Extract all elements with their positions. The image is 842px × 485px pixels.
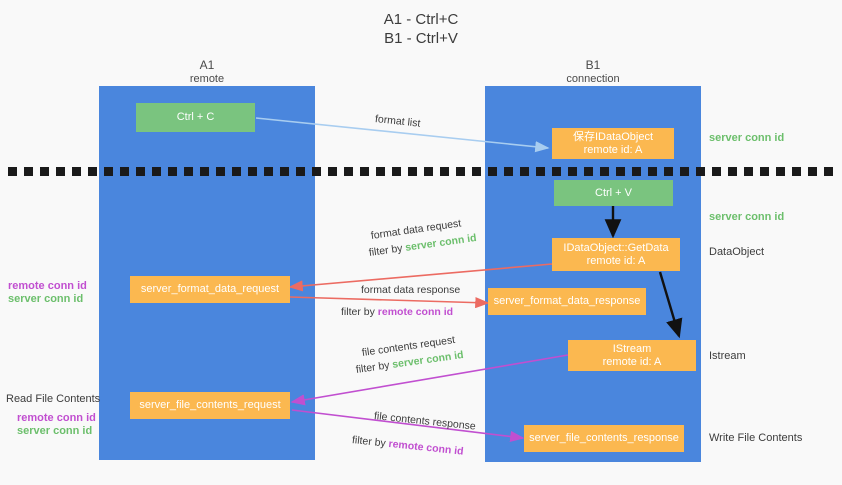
box-server-file-contents-request[interactable]: server_file_contents_request xyxy=(130,392,290,419)
lane-b1-sub: connection xyxy=(566,73,620,85)
box-idataobject-getdata-line1: IDataObject::GetData xyxy=(563,241,669,254)
box-store-idataobject-line1: 保存IDataObject xyxy=(572,130,654,143)
phase-divider xyxy=(8,167,834,176)
lane-a1-name: A1 xyxy=(199,58,215,72)
lane-b1-name: B1 xyxy=(585,58,601,72)
box-ctrl-c-line1: Ctrl + C xyxy=(176,111,215,123)
box-istream-line2: remote id: A xyxy=(602,355,662,368)
box-server-format-data-response[interactable]: server_format_data_response xyxy=(488,288,646,315)
title-line-1: A1 - Ctrl+C xyxy=(383,11,459,28)
box-istream[interactable]: IStream remote id: A xyxy=(568,340,696,371)
edge-label-format-data-response-filter-highlight: remote conn id xyxy=(377,306,454,318)
lane-a1-sub: remote xyxy=(189,73,225,85)
edge-label-file-contents-response-filter-highlight: remote conn id xyxy=(387,437,465,458)
edge-label-file-contents-response-filter: filter by remote conn id xyxy=(351,433,464,460)
box-server-file-contents-request-line1: server_file_contents_request xyxy=(139,399,281,411)
edge-label-format-data-response-filter: filter by remote conn id xyxy=(341,305,453,320)
right-note-dataobject: DataObject xyxy=(709,246,765,258)
left-note-remote-conn-id-1: remote conn id xyxy=(8,280,87,292)
box-idataobject-getdata-line2: remote id: A xyxy=(586,254,646,267)
diagram-title: A1 - Ctrl+C B1 - Ctrl+V xyxy=(0,10,842,48)
right-note-server-conn-id-2: server conn id xyxy=(709,211,785,223)
lane-header-b1: B1 connection xyxy=(485,58,701,86)
box-server-format-data-request-line1: server_format_data_request xyxy=(140,283,280,295)
box-ctrl-v-line1: Ctrl + V xyxy=(595,186,632,199)
right-note-istream: Istream xyxy=(709,350,746,362)
edge-label-format-data-request-filter-prefix: filter by xyxy=(368,241,407,259)
lane-header-a1: A1 remote xyxy=(99,58,315,86)
title-line-2: B1 - Ctrl+V xyxy=(384,30,458,47)
left-note-read-file-contents: Read File Contents xyxy=(6,393,101,405)
box-ctrl-c[interactable]: Ctrl + C xyxy=(136,103,255,132)
left-note-remote-conn-id-2: remote conn id xyxy=(17,412,96,424)
box-server-file-contents-response[interactable]: server_file_contents_response xyxy=(524,425,684,452)
left-note-server-conn-id-2: server conn id xyxy=(17,425,93,437)
box-ctrl-v[interactable]: Ctrl + V xyxy=(554,180,673,206)
edge-label-file-contents-request-filter-prefix: filter by xyxy=(355,358,394,376)
box-server-file-contents-response-line1: server_file_contents_response xyxy=(529,432,679,444)
left-note-server-conn-id-1: server conn id xyxy=(8,293,84,305)
edge-label-file-contents-response: file contents response xyxy=(373,410,477,433)
box-server-format-data-response-line1: server_format_data_response xyxy=(493,295,641,307)
box-server-format-data-request[interactable]: server_format_data_request xyxy=(130,276,290,303)
edge-label-format-data-response: format data response xyxy=(361,284,461,296)
edge-label-file-contents-response-filter-prefix: filter by xyxy=(351,434,390,450)
box-idataobject-getdata[interactable]: IDataObject::GetData remote id: A xyxy=(552,238,680,271)
box-store-idataobject[interactable]: 保存IDataObject remote id: A xyxy=(552,128,674,159)
right-note-write-file-contents: Write File Contents xyxy=(709,432,803,444)
right-note-server-conn-id-1: server conn id xyxy=(709,132,785,144)
edge-label-format-list: format list xyxy=(374,113,421,130)
box-store-idataobject-line2: remote id: A xyxy=(583,143,643,156)
edge-label-format-data-response-filter-prefix: filter by xyxy=(341,306,378,318)
box-istream-line1: IStream xyxy=(612,342,652,355)
